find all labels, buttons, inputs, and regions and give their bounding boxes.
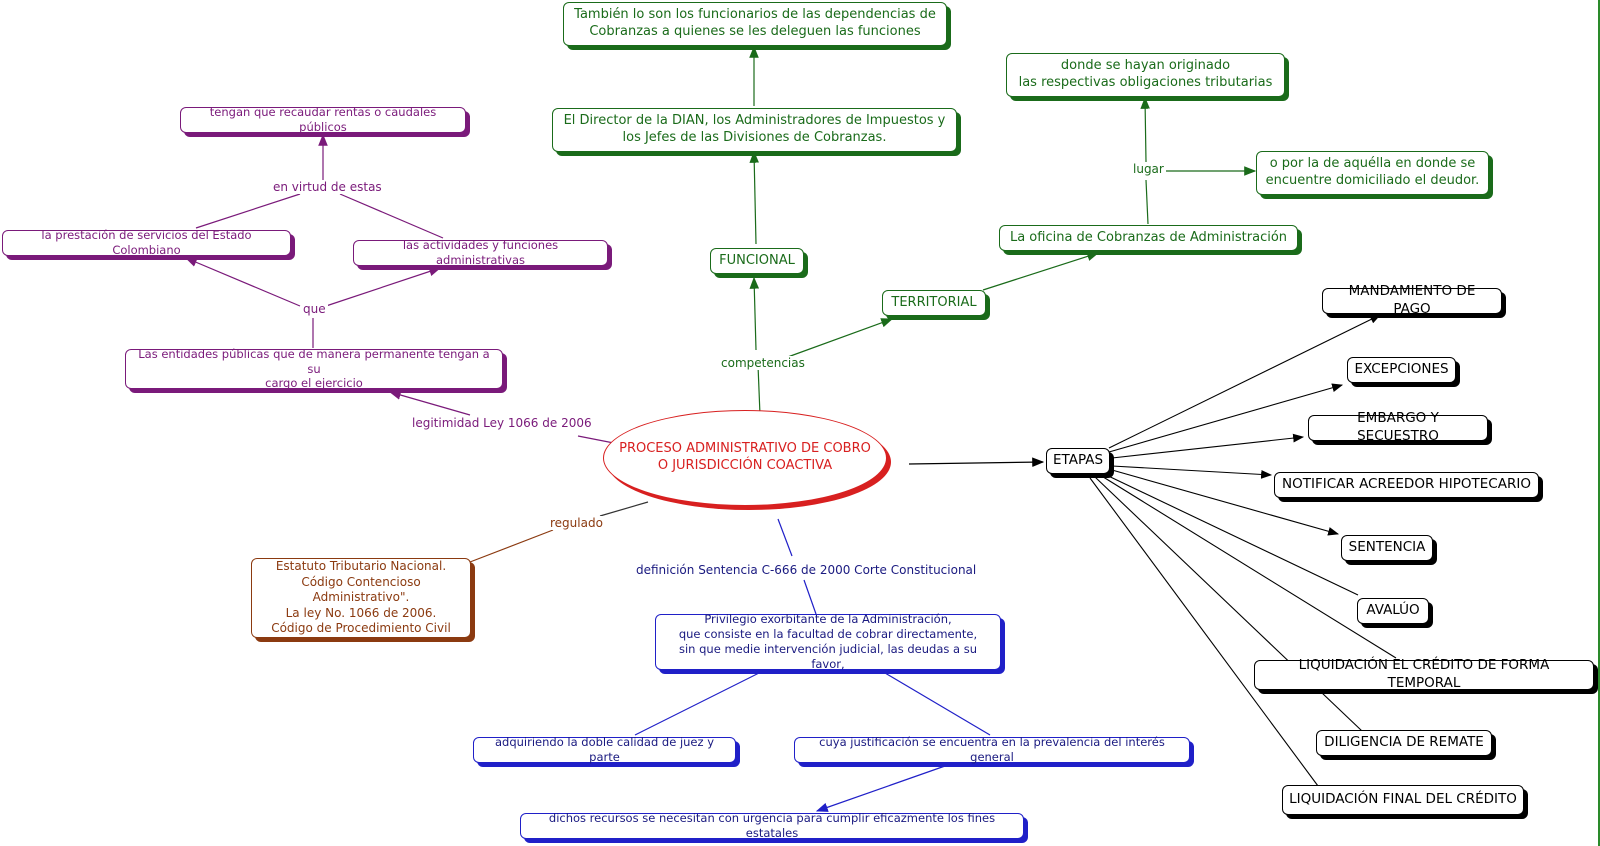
edge-label-lugar: lugar: [1131, 162, 1166, 176]
node-etapa-mandamiento-pago[interactable]: MANDAMIENTO DE PAGO: [1322, 283, 1502, 317]
node-justificacion[interactable]: cuya justificación se encuentra en la pr…: [794, 735, 1190, 764]
edge-label-legitimidad: legitimidad Ley 1066 de 2006: [410, 416, 594, 430]
node-territorial[interactable]: TERRITORIAL: [882, 290, 986, 316]
node-etapa-liquidacion-final[interactable]: LIQUIDACIÓN FINAL DEL CRÉDITO: [1282, 785, 1524, 815]
edge-label-competencias: competencias: [719, 356, 807, 370]
node-recaudar-rentas[interactable]: tengan que recaudar rentas o caudales pú…: [180, 105, 466, 134]
node-domicilio-deudor[interactable]: o por la de aquélla en donde se encuentr…: [1256, 151, 1489, 195]
node-etapa-avaluo[interactable]: AVALÚO: [1357, 598, 1429, 624]
node-etapa-sentencia[interactable]: SENTENCIA: [1341, 535, 1433, 561]
node-actividades-funciones[interactable]: las actividades y funciones administrati…: [353, 238, 608, 267]
node-prestacion-servicios[interactable]: la prestación de servicios del Estado Co…: [2, 228, 291, 257]
node-recursos-urgencia[interactable]: dichos recursos se necesitan con urgenci…: [520, 811, 1024, 840]
node-privilegio-exorbitante[interactable]: Privilegio exorbitante de la Administrac…: [655, 612, 1001, 671]
node-juez-parte[interactable]: adquiriendo la doble calidad de juez y p…: [473, 735, 736, 764]
edge-label-regulado: regulado: [548, 516, 605, 530]
node-tambien-funcionarios[interactable]: También lo son los funcionarios de las d…: [563, 2, 947, 46]
central-concept-node[interactable]: PROCESO ADMINISTRATIVO DE COBRO O JURISD…: [603, 410, 887, 506]
edge-label-definicion: definición Sentencia C-666 de 2000 Corte…: [634, 563, 979, 577]
node-etapas[interactable]: ETAPAS: [1046, 448, 1110, 474]
right-border-line: [1598, 0, 1600, 846]
node-etapa-diligencia-remate[interactable]: DILIGENCIA DE REMATE: [1316, 730, 1492, 756]
edge-label-que: que: [301, 302, 328, 316]
node-donde-originado[interactable]: donde se hayan originado las respectivas…: [1006, 53, 1285, 97]
node-etapa-liquidacion-temporal[interactable]: LIQUIDACIÓN EL CRÉDITO DE FORMA TEMPORAL: [1254, 657, 1594, 691]
node-etapa-excepciones[interactable]: EXCEPCIONES: [1347, 357, 1456, 383]
node-director-dian[interactable]: El Director de la DIAN, los Administrado…: [552, 108, 957, 152]
node-etapa-notificar-acreedor[interactable]: NOTIFICAR ACREEDOR HIPOTECARIO: [1274, 472, 1539, 498]
node-etapa-embargo[interactable]: EMBARGO Y SECUESTRO: [1308, 410, 1488, 444]
node-funcional[interactable]: FUNCIONAL: [710, 248, 804, 274]
node-oficina-cobranzas[interactable]: La oficina de Cobranzas de Administració…: [999, 225, 1298, 251]
edge-label-en-virtud: en virtud de estas: [271, 180, 384, 194]
node-entidades-publicas[interactable]: Las entidades públicas que de manera per…: [125, 347, 503, 390]
node-estatuto-tributario[interactable]: Estatuto Tributario Nacional. Código Con…: [251, 558, 471, 638]
